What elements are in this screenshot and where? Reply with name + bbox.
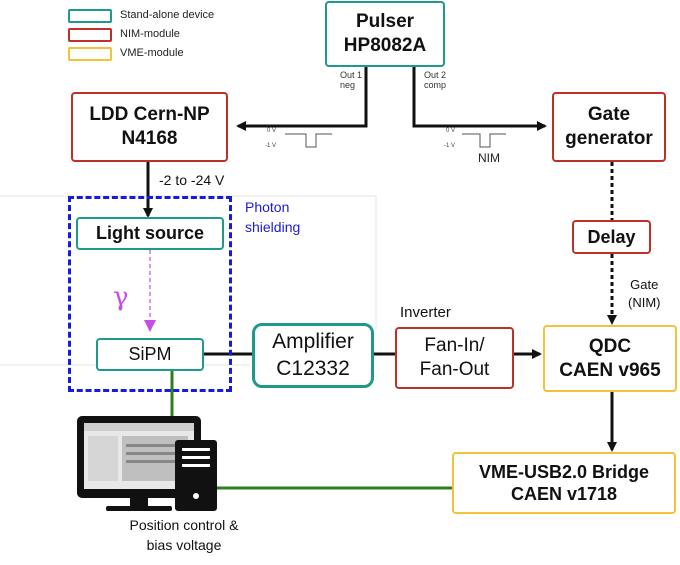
computer-label: Position control & bias voltage: [129, 517, 239, 553]
inverter-label: Inverter: [400, 304, 451, 321]
pulse1-1v-label: -1 V: [265, 143, 277, 149]
wire-pulser-to-gate: [412, 66, 547, 131]
computer-tower-icon: [175, 440, 217, 511]
legend-swatch-vme: [68, 47, 112, 61]
vme-usb-bridge-box: VME-USB2.0 Bridge CAEN v1718: [452, 452, 676, 514]
pulse-waveform-complementary: [462, 133, 506, 148]
photon-shielding-region: [68, 196, 232, 392]
pulse-waveform-negative: [285, 133, 332, 148]
delay-box: Delay: [572, 220, 651, 254]
voltage-range-label: -2 to -24 V: [159, 172, 225, 188]
pulse2-0v-label: 0 V: [446, 128, 456, 134]
pulse2-1v-label: -1 V: [444, 143, 456, 149]
photon-shielding-label: Photon shielding: [245, 199, 301, 235]
sipm-label: SiPM: [128, 344, 172, 365]
light-source-box: Light source: [76, 217, 224, 250]
pulser-model: HP8082A: [343, 35, 427, 56]
light-source-label: Light source: [95, 223, 204, 244]
pulse1-0v-label: 0 V: [267, 128, 277, 134]
wire-pulser-to-ldd: [236, 66, 368, 131]
amplifier-box: Amplifier C12332: [252, 323, 374, 388]
fan-in-out-box: Fan-In/ Fan-Out: [395, 327, 514, 389]
gate-generator-box: Gate generator: [552, 92, 666, 162]
pulser-title: Pulser: [355, 11, 415, 33]
fan-in-label: Fan-In/: [424, 335, 485, 357]
sipm-box: SiPM: [96, 338, 204, 371]
ldd-box: LDD Cern-NP N4168: [71, 92, 228, 162]
pulser-box: Pulser HP8082A: [325, 1, 445, 67]
nim-label: NIM: [478, 151, 500, 165]
gamma-symbol: γ: [113, 282, 129, 312]
out1-label: Out 1 neg: [340, 70, 363, 91]
delay-label: Delay: [587, 226, 636, 247]
gate-generator-line2: generator: [565, 128, 653, 149]
bridge-model: CAEN v1718: [510, 484, 618, 504]
amplifier-label: Amplifier: [272, 330, 354, 354]
qdc-title: QDC: [588, 335, 632, 357]
qdc-box: QDC CAEN v965: [543, 325, 677, 392]
ldd-title: LDD Cern-NP: [89, 104, 210, 126]
ldd-model: N4168: [121, 128, 178, 149]
legend-swatch-nim: [68, 28, 112, 42]
amplifier-model: C12332: [276, 356, 350, 380]
bridge-title: VME-USB2.0 Bridge: [478, 461, 650, 482]
legend-label-nim: NIM-module: [120, 28, 180, 40]
gate-nim-label: Gate (NIM): [628, 277, 661, 311]
legend-label-vme: VME-module: [120, 47, 184, 59]
out2-label: Out 2 comp: [424, 70, 447, 91]
legend-label-standalone: Stand-alone device: [120, 9, 215, 21]
gate-generator-line1: Gate: [587, 104, 631, 126]
qdc-model: CAEN v965: [559, 359, 661, 381]
fan-out-label: Fan-Out: [419, 359, 490, 380]
legend-swatch-standalone: [68, 9, 112, 23]
